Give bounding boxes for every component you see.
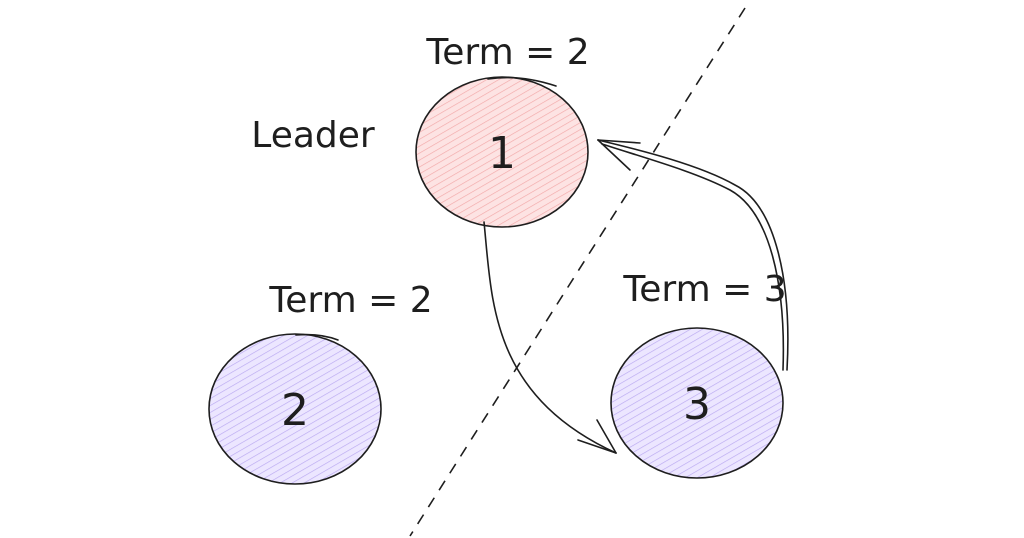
arrow-node3-to-node1-head-b — [597, 139, 631, 171]
node-2-hatch — [209, 334, 381, 484]
arrow-node3-to-node1-head-a — [597, 139, 641, 144]
node-3-circle — [610, 327, 784, 479]
arrow-node3-to-node1 — [597, 139, 789, 371]
node-1-term-label: Term = 2 — [425, 32, 589, 73]
arrow-node1-to-node3-head-a — [577, 439, 617, 454]
arrow-node3-to-node1-line — [597, 139, 789, 371]
node-2-label: 2 — [281, 385, 309, 436]
node-2: 2 — [208, 333, 382, 485]
node-1-label: 1 — [488, 128, 516, 179]
arrow-node1-to-node3-line — [483, 221, 617, 454]
node-2-circle — [208, 333, 382, 485]
network-partition-line — [409, 7, 746, 537]
leader-label: Leader — [251, 115, 375, 156]
arrow-node1-to-node3 — [483, 221, 617, 454]
node-1: 1 — [415, 76, 589, 228]
node-1-sketch-stroke — [487, 76, 557, 87]
arrow-node1-to-node3-head-b — [596, 419, 617, 454]
node-3-hatch — [611, 328, 783, 478]
node-2-sketch-stroke — [295, 333, 339, 341]
node-3-label: 3 — [683, 379, 711, 430]
node-3: 3 — [610, 327, 784, 479]
node-3-term-label: Term = 3 — [622, 269, 786, 310]
arrow-node3-to-node1-line-sketch — [601, 143, 785, 371]
node-1-hatch — [416, 77, 588, 227]
node-2-term-label: Term = 2 — [268, 280, 432, 321]
